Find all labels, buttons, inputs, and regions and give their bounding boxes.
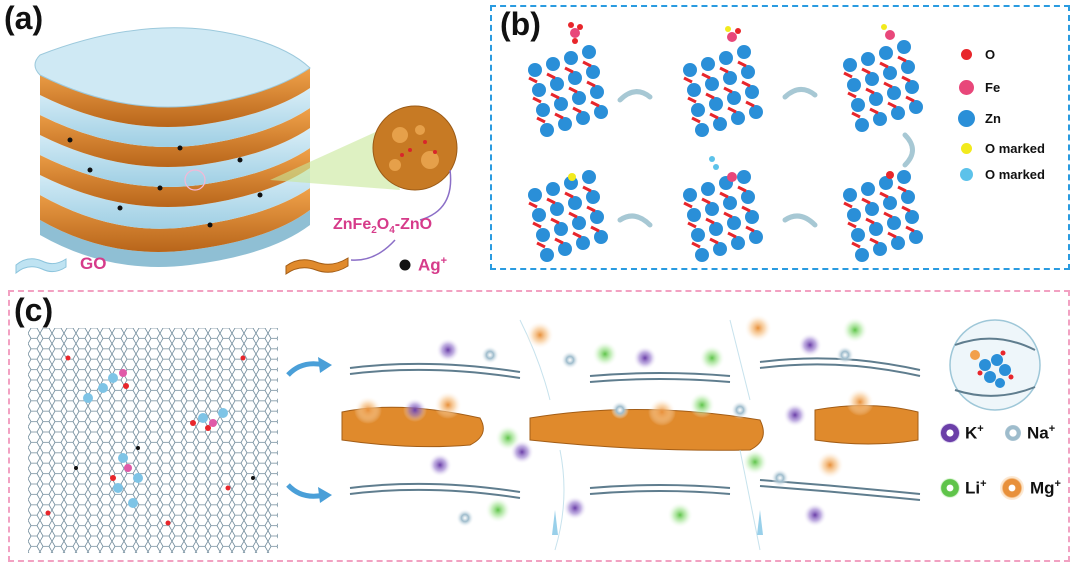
defect-cluster-1 bbox=[83, 369, 129, 403]
legend-o-marked-blue-label: O marked bbox=[985, 167, 1045, 182]
ions bbox=[354, 314, 874, 528]
go-sheet-icon bbox=[15, 258, 67, 275]
ferrite-sheet-icon bbox=[285, 257, 349, 275]
legend-fe-label: Fe bbox=[985, 80, 1001, 95]
composite-label: ZnFe2O4-ZnO bbox=[333, 216, 433, 237]
ag-label: Ag+ bbox=[418, 255, 448, 275]
legend-c-item-mg: Mg+ bbox=[998, 475, 1068, 501]
go-label: GO bbox=[80, 254, 107, 273]
legend-zn-dot bbox=[958, 110, 975, 127]
panel-c-frame bbox=[8, 290, 1070, 562]
panel-b-label: (b) bbox=[500, 6, 541, 42]
crystal-3 bbox=[841, 24, 925, 134]
legend-mg-label: Mg+ bbox=[1030, 478, 1061, 498]
legend-na-dot bbox=[1005, 425, 1021, 441]
legend-o-marked-blue-dot bbox=[960, 168, 973, 181]
layer-stack bbox=[34, 27, 311, 267]
crystal-6 bbox=[526, 168, 610, 264]
legend-c-item-k: K+ bbox=[938, 420, 998, 446]
legend-b-item-fe: Fe bbox=[955, 78, 1065, 98]
legend-c-item-li: Li+ bbox=[938, 475, 998, 501]
panel-b-frame bbox=[490, 5, 1070, 270]
crystal-4 bbox=[841, 168, 925, 264]
legend-c-item-na: Na+ bbox=[1003, 420, 1068, 446]
panel-c-label: (c) bbox=[14, 292, 54, 328]
legend-b-item-o-marked-yellow: O marked bbox=[955, 139, 1065, 159]
flow-arrows bbox=[286, 357, 332, 503]
crystal-5 bbox=[681, 156, 765, 264]
ag-dot-icon bbox=[399, 259, 411, 271]
legend-b-item-o-marked-blue: O marked bbox=[955, 165, 1065, 185]
legend-o-dot bbox=[961, 49, 972, 60]
legend-b-item-o: O bbox=[955, 45, 1065, 65]
zoom-sphere bbox=[949, 319, 1041, 411]
defect-cluster-3 bbox=[110, 453, 143, 508]
crystal-2 bbox=[681, 26, 765, 139]
legend-k-dot bbox=[940, 423, 960, 443]
layered-membrane-illustration bbox=[34, 27, 311, 267]
legend-mg-dot bbox=[1000, 476, 1024, 500]
legend-zn-label: Zn bbox=[985, 111, 1001, 126]
legend-k-label: K+ bbox=[965, 423, 984, 443]
legend-fe-dot bbox=[959, 80, 974, 95]
legend-b-item-zn: Zn bbox=[955, 109, 1065, 129]
legend-o-label: O bbox=[985, 47, 996, 62]
membrane-cross-section bbox=[341, 314, 921, 551]
graphene-lattice bbox=[28, 328, 278, 553]
crystal-1 bbox=[526, 22, 610, 139]
legend-li-label: Li+ bbox=[965, 478, 987, 498]
legend-li-dot bbox=[940, 478, 960, 498]
legend-o-marked-yellow-label: O marked bbox=[985, 141, 1045, 156]
arrow-icon bbox=[350, 239, 396, 261]
composite-magnified-sphere bbox=[270, 105, 458, 221]
defect-cluster-2 bbox=[190, 408, 228, 431]
crystal-structures bbox=[526, 22, 925, 264]
legend-o-marked-yellow-dot bbox=[961, 143, 972, 154]
panel-a-label: (a) bbox=[4, 0, 44, 36]
legend-c: K+ Na+ Li+ Mg+ bbox=[938, 420, 1068, 510]
legend-na-label: Na+ bbox=[1027, 423, 1056, 443]
